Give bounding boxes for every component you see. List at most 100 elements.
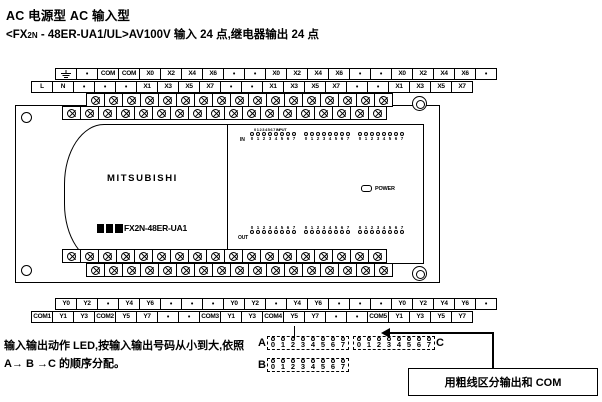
screw-terminal [266,93,285,107]
screw-head-icon [139,108,148,118]
led-number: 1 [310,225,314,230]
terminal-label-cell [97,298,119,310]
led-dot-icon [388,132,392,136]
led-number: 1 [364,225,368,230]
led-dot-icon [256,132,260,136]
screw-terminal [140,93,159,107]
terminal-label-cell: Y0 [391,298,413,310]
led-number: 7 [346,136,350,141]
screw-terminal [62,249,81,263]
led-dot-icon [268,132,272,136]
screw-terminal [356,93,375,107]
led-number: 6 [340,136,344,141]
terminal-label-cell: X3 [409,81,431,93]
terminal-label-cell: X6 [454,68,476,80]
screw-terminal [320,263,339,277]
screw-head-icon [67,108,76,118]
led-indicator: 0 [357,132,363,141]
abc-led-cell: 0 [268,359,278,371]
screw-head-icon [289,265,298,275]
screw-terminal [338,93,357,107]
led-indicator: 3 [267,225,273,234]
led-number: 0 [250,225,254,230]
led-dot-icon [250,230,254,234]
screw-head-icon [343,95,352,105]
screw-head-icon [373,251,382,261]
screw-terminal [194,263,213,277]
abc-label-a: A [258,337,266,349]
led-indicator: 1 [309,132,315,141]
abc-led-cell: 1 [278,359,288,371]
abc-led-cell: 5 [318,359,328,371]
device-faceplate: MITSUBISHI FX2N-48ER-UA1 0 1 2 3 4 5 6 7… [64,124,424,265]
screw-head-icon [121,108,130,118]
screw-head-icon [319,108,328,118]
screw-terminal [260,106,279,120]
screw-terminal [176,263,195,277]
led-dot-icon [274,230,278,234]
led-number: 3 [376,225,380,230]
screw-terminal [266,263,285,277]
led-indicator: 7 [345,132,351,141]
terminal-label-cell [265,298,287,310]
led-number: 7 [400,136,404,141]
led-dot-icon [292,132,296,136]
abc-led-cell: 3 [298,337,308,349]
terminal-label-cell: X6 [202,68,224,80]
led-dot-icon [334,230,338,234]
led-indicator: 1 [309,225,315,234]
model-subtitle: <FX2N - 48ER-UA1/UL>AV100V 输入 24 点,继电器输出… [6,26,319,42]
led-number: 0 [250,136,254,141]
screw-terminal [320,93,339,107]
screw-terminal [296,249,315,263]
screw-terminal [302,263,321,277]
led-dot-icon [268,230,272,234]
subtitle-subscript: 2N [27,31,38,40]
terminal-label-cell [73,81,95,93]
terminal-label-cell: X2 [160,68,182,80]
screw-terminal [284,263,303,277]
terminal-label-cell: Y3 [73,311,95,323]
screw-terminal [86,263,105,277]
screw-terminal [170,249,189,263]
screw-terminal [374,93,393,107]
led-dot-icon [346,132,350,136]
terminal-label-cell [475,68,497,80]
screw-head-icon [217,95,226,105]
led-dot-icon [382,132,386,136]
led-dot-icon [358,230,362,234]
screw-terminal [98,106,117,120]
terminal-label-cell: Y1 [220,311,242,323]
abc-led-cell: 0 [268,337,278,349]
led-dot-icon [322,230,326,234]
abc-led-dot-icon [300,359,305,363]
terminal-label-cell: Y3 [241,311,263,323]
abc-led-cell: 4 [394,337,404,349]
screw-head-icon [283,251,292,261]
led-dot-icon [304,230,308,234]
screw-terminal [224,249,243,263]
abc-led-dot-icon [290,359,295,363]
led-dot-icon [274,132,278,136]
led-indicator: 5 [387,132,393,141]
terminal-label-cell [160,298,182,310]
terminal-label-cell: Y6 [307,298,329,310]
terminal-label-cell: N [52,81,74,93]
led-indicator: 1 [363,225,369,234]
terminal-label-cell: COM1 [31,311,53,323]
abc-led-digit: 6 [330,340,336,349]
screw-terminal [152,249,171,263]
screw-head-icon [379,265,388,275]
screw-head-icon [253,265,262,275]
terminal-label-cell: COM3 [199,311,221,323]
led-indicator: 5 [387,225,393,234]
screw-head-icon [91,95,100,105]
terminal-label-cell: X4 [307,68,329,80]
abc-led-dot-icon [310,359,315,363]
screw-head-icon [199,265,208,275]
terminal-label-cell: X1 [262,81,284,93]
abc-led-dot-icon [406,337,411,341]
abc-led-dot-icon [320,337,325,341]
led-dot-icon [394,132,398,136]
